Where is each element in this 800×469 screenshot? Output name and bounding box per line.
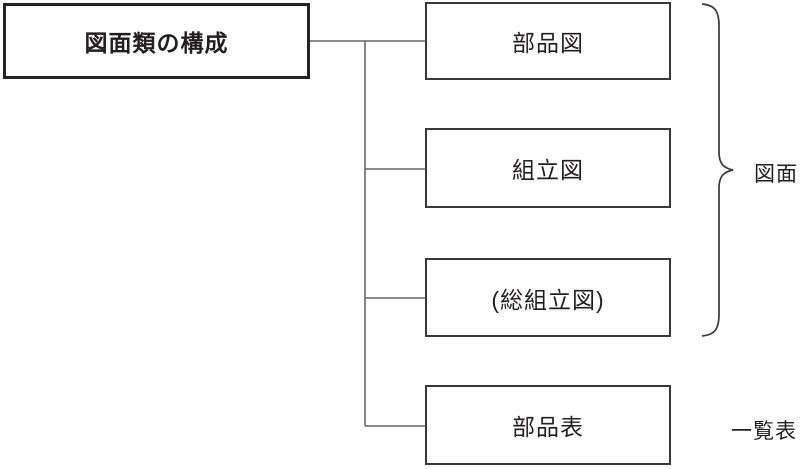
node-assembly-drawing: 組立図 (425, 128, 671, 208)
node-general-assembly-drawing: (総組立図) (425, 258, 671, 337)
root-node-label: 図面類の構成 (84, 30, 229, 56)
node-part-drawing: 部品図 (425, 2, 671, 80)
root-node-drawing-structure: 図面類の構成 (3, 3, 310, 79)
node-parts-list: 部品表 (425, 385, 671, 465)
node-label: 部品図 (512, 30, 584, 56)
group-brace (701, 3, 734, 337)
group-label-list: 一覧表 (731, 420, 797, 443)
node-label: 組立図 (512, 157, 584, 183)
group-label-drawings: 図面 (754, 163, 798, 186)
node-label: (総組立図) (491, 286, 605, 313)
node-label: 部品表 (512, 414, 584, 440)
